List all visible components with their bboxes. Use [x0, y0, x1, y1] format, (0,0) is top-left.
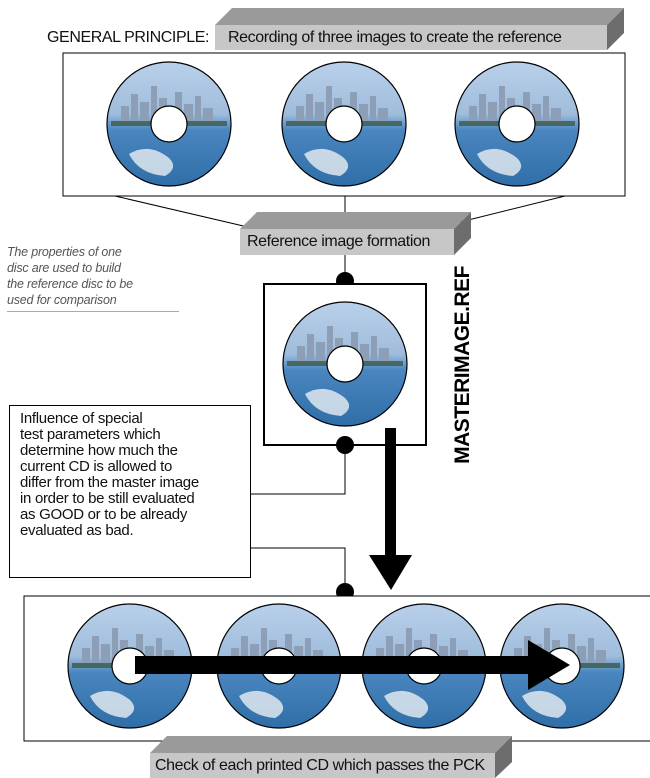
reference-disc-3 [454, 61, 580, 187]
bottom-banner-label: Check of each printed CD which passes th… [155, 757, 485, 774]
side-note: The properties of one disc are used to b… [7, 245, 133, 307]
check-arrow [135, 640, 570, 690]
influence-note-box: Influence of special test parameters whi… [9, 405, 251, 578]
bottom-banner [150, 736, 512, 778]
influence-connector [251, 454, 346, 587]
side-note-underline [7, 311, 179, 312]
masterimage-vertical-label: MASTERIMAGE.REF [451, 266, 474, 464]
top-banner-label: Recording of three images to create the … [228, 29, 562, 46]
reference-banner [240, 212, 471, 255]
reference-banner-label: Reference image formation [247, 233, 430, 250]
reference-disc-1 [106, 61, 232, 187]
master-disc [282, 301, 408, 427]
influence-note-text: Influence of special test parameters whi… [20, 410, 199, 539]
down-arrow [369, 428, 412, 590]
top-banner [215, 8, 624, 50]
general-principle-label: GENERAL PRINCIPLE: [47, 29, 210, 46]
reference-disc-2 [281, 61, 407, 187]
connector-dot-2 [336, 436, 354, 454]
